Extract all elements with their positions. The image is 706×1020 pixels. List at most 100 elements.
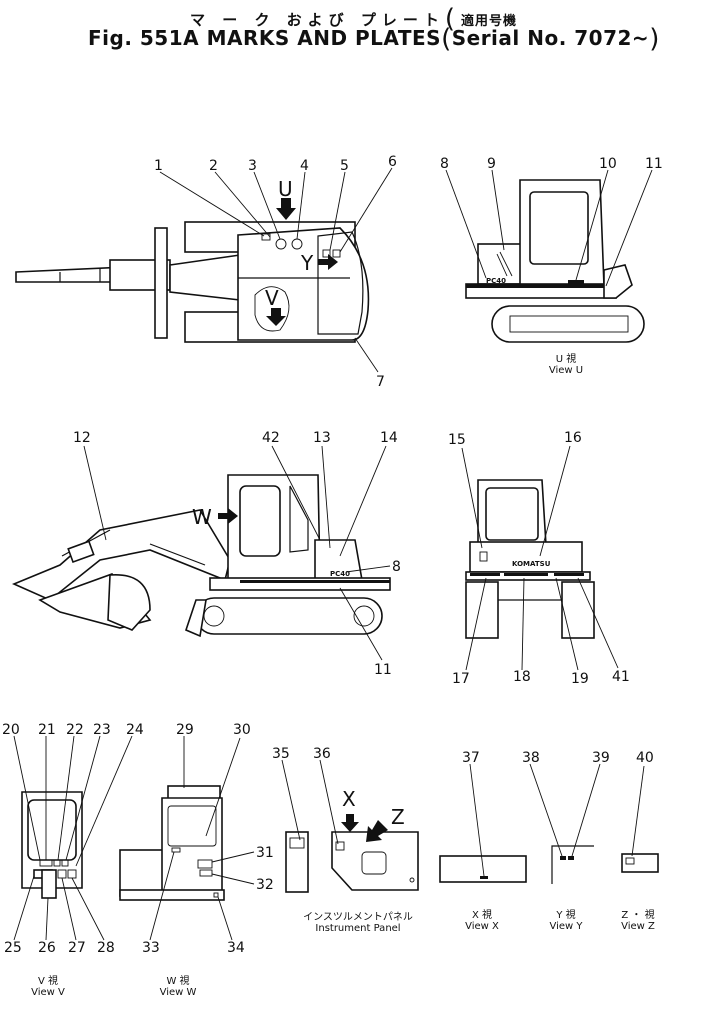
callout-18: 18 bbox=[513, 669, 531, 685]
deck-stripe-side bbox=[240, 580, 390, 583]
arrow-v-icon bbox=[266, 308, 286, 326]
callout-42: 42 bbox=[262, 430, 280, 446]
instrument-panel-view: X Z 35 36 インスツルメントパネル Instrument Panel bbox=[272, 746, 419, 934]
leader-23 bbox=[65, 735, 101, 861]
leader-38 bbox=[529, 763, 563, 857]
leader-25 bbox=[13, 875, 35, 941]
view-z: 40 Z ・ 視 View Z bbox=[621, 750, 659, 932]
mark-23-v bbox=[61, 859, 69, 867]
panel-z bbox=[621, 853, 659, 873]
cab-w bbox=[161, 797, 223, 897]
mark-34-w bbox=[213, 892, 219, 898]
caption-view-w-jp: W 視 bbox=[166, 974, 189, 987]
leader-19 bbox=[555, 577, 579, 671]
leader-18 bbox=[521, 577, 525, 671]
leader-8 bbox=[445, 169, 487, 279]
callout-25: 25 bbox=[4, 940, 22, 956]
arrow-v-label: V bbox=[265, 286, 279, 310]
callout-29: 29 bbox=[176, 722, 194, 738]
mark-36 bbox=[335, 841, 345, 851]
mark-15-rear bbox=[479, 551, 488, 562]
sprocket-rear bbox=[353, 605, 375, 627]
arrow-w-label: W bbox=[192, 505, 212, 529]
plate-32-w bbox=[199, 869, 213, 877]
caption-view-u-jp: U 視 bbox=[556, 352, 577, 365]
callout-19: 19 bbox=[571, 671, 589, 687]
stripe-18-rear bbox=[504, 573, 548, 576]
view-w: 29 30 31 32 33 34 W 視 View W bbox=[119, 722, 274, 998]
arrow-x-icon bbox=[341, 814, 359, 832]
mark-12-side bbox=[67, 540, 95, 564]
callout-37: 37 bbox=[462, 750, 480, 766]
callout-13: 13 bbox=[313, 430, 331, 446]
caption-view-u: View U bbox=[549, 365, 583, 376]
decal-9-u bbox=[496, 253, 508, 277]
outline-y bbox=[551, 845, 594, 884]
callout-34: 34 bbox=[227, 940, 245, 956]
plate-10-u bbox=[568, 280, 584, 284]
stripe-41-rear bbox=[554, 573, 584, 576]
paren-close: ) bbox=[649, 24, 660, 54]
plate-31-w bbox=[197, 859, 213, 869]
callout-31: 31 bbox=[256, 845, 274, 861]
caption-view-z: View Z bbox=[621, 921, 655, 932]
deck-w bbox=[119, 889, 225, 901]
callout-39: 39 bbox=[592, 750, 610, 766]
leader-2 bbox=[214, 171, 271, 238]
model-plate-u: PC40 bbox=[486, 277, 506, 285]
leader-1 bbox=[159, 171, 265, 237]
callout-8b: 8 bbox=[392, 559, 401, 575]
leader-15 bbox=[461, 447, 483, 549]
cab-window-u bbox=[529, 191, 589, 265]
leader-41 bbox=[577, 577, 619, 669]
track-inner-u bbox=[509, 315, 629, 333]
upper-structure-top bbox=[237, 227, 370, 341]
mark-3-top bbox=[275, 238, 287, 250]
callout-40: 40 bbox=[636, 750, 654, 766]
leader-10 bbox=[575, 169, 609, 281]
leader-12 bbox=[83, 445, 107, 541]
track-right-rear bbox=[561, 581, 595, 639]
callout-12: 12 bbox=[73, 430, 91, 446]
leader-35 bbox=[281, 759, 301, 841]
callout-27: 27 bbox=[68, 940, 86, 956]
leader-17 bbox=[465, 577, 487, 671]
leader-24 bbox=[75, 735, 133, 867]
leader-26 bbox=[45, 897, 49, 941]
leader-7 bbox=[354, 337, 379, 373]
caption-panel: Instrument Panel bbox=[315, 923, 400, 934]
view-u: PC40 8 9 10 11 U 視 View U bbox=[440, 156, 663, 376]
arm-detail bbox=[59, 268, 101, 282]
callout-9: 9 bbox=[487, 156, 496, 172]
caption-view-v: View V bbox=[31, 987, 65, 998]
blade-top bbox=[154, 227, 168, 339]
leader-32 bbox=[211, 873, 255, 885]
arrow-y-label: Y bbox=[300, 251, 314, 275]
side-view: PC40 W 12 42 13 14 8 11 bbox=[11, 430, 401, 678]
callout-1: 1 bbox=[154, 158, 163, 174]
leader-6 bbox=[339, 167, 393, 253]
view-x: 37 X 視 View X bbox=[439, 750, 527, 932]
leader-9 bbox=[491, 169, 505, 251]
callout-35: 35 bbox=[272, 746, 290, 762]
callout-7: 7 bbox=[376, 374, 385, 390]
view-v: 20 21 22 23 24 25 26 27 28 V 視 View V bbox=[2, 722, 144, 998]
leader-31 bbox=[211, 851, 255, 863]
leader-42 bbox=[271, 445, 321, 541]
caption-view-z-jp: Z ・ 視 bbox=[621, 908, 654, 921]
blade-side bbox=[185, 599, 207, 638]
callout-23: 23 bbox=[93, 722, 111, 738]
plate-26-v bbox=[41, 869, 57, 899]
engine-hood-top bbox=[317, 231, 364, 335]
callout-21: 21 bbox=[38, 722, 56, 738]
mark-39-y bbox=[568, 856, 574, 860]
stripe-17-rear bbox=[470, 573, 500, 576]
callout-28: 28 bbox=[97, 940, 115, 956]
instrument-panel bbox=[331, 831, 419, 891]
plate-35-mark bbox=[289, 837, 305, 849]
callout-20: 20 bbox=[2, 722, 20, 738]
callout-11: 11 bbox=[645, 156, 663, 172]
title-jp-sub: 適用号機 bbox=[461, 14, 518, 29]
cab-window-w bbox=[167, 805, 217, 847]
arrow-z-label: Z bbox=[391, 805, 405, 829]
